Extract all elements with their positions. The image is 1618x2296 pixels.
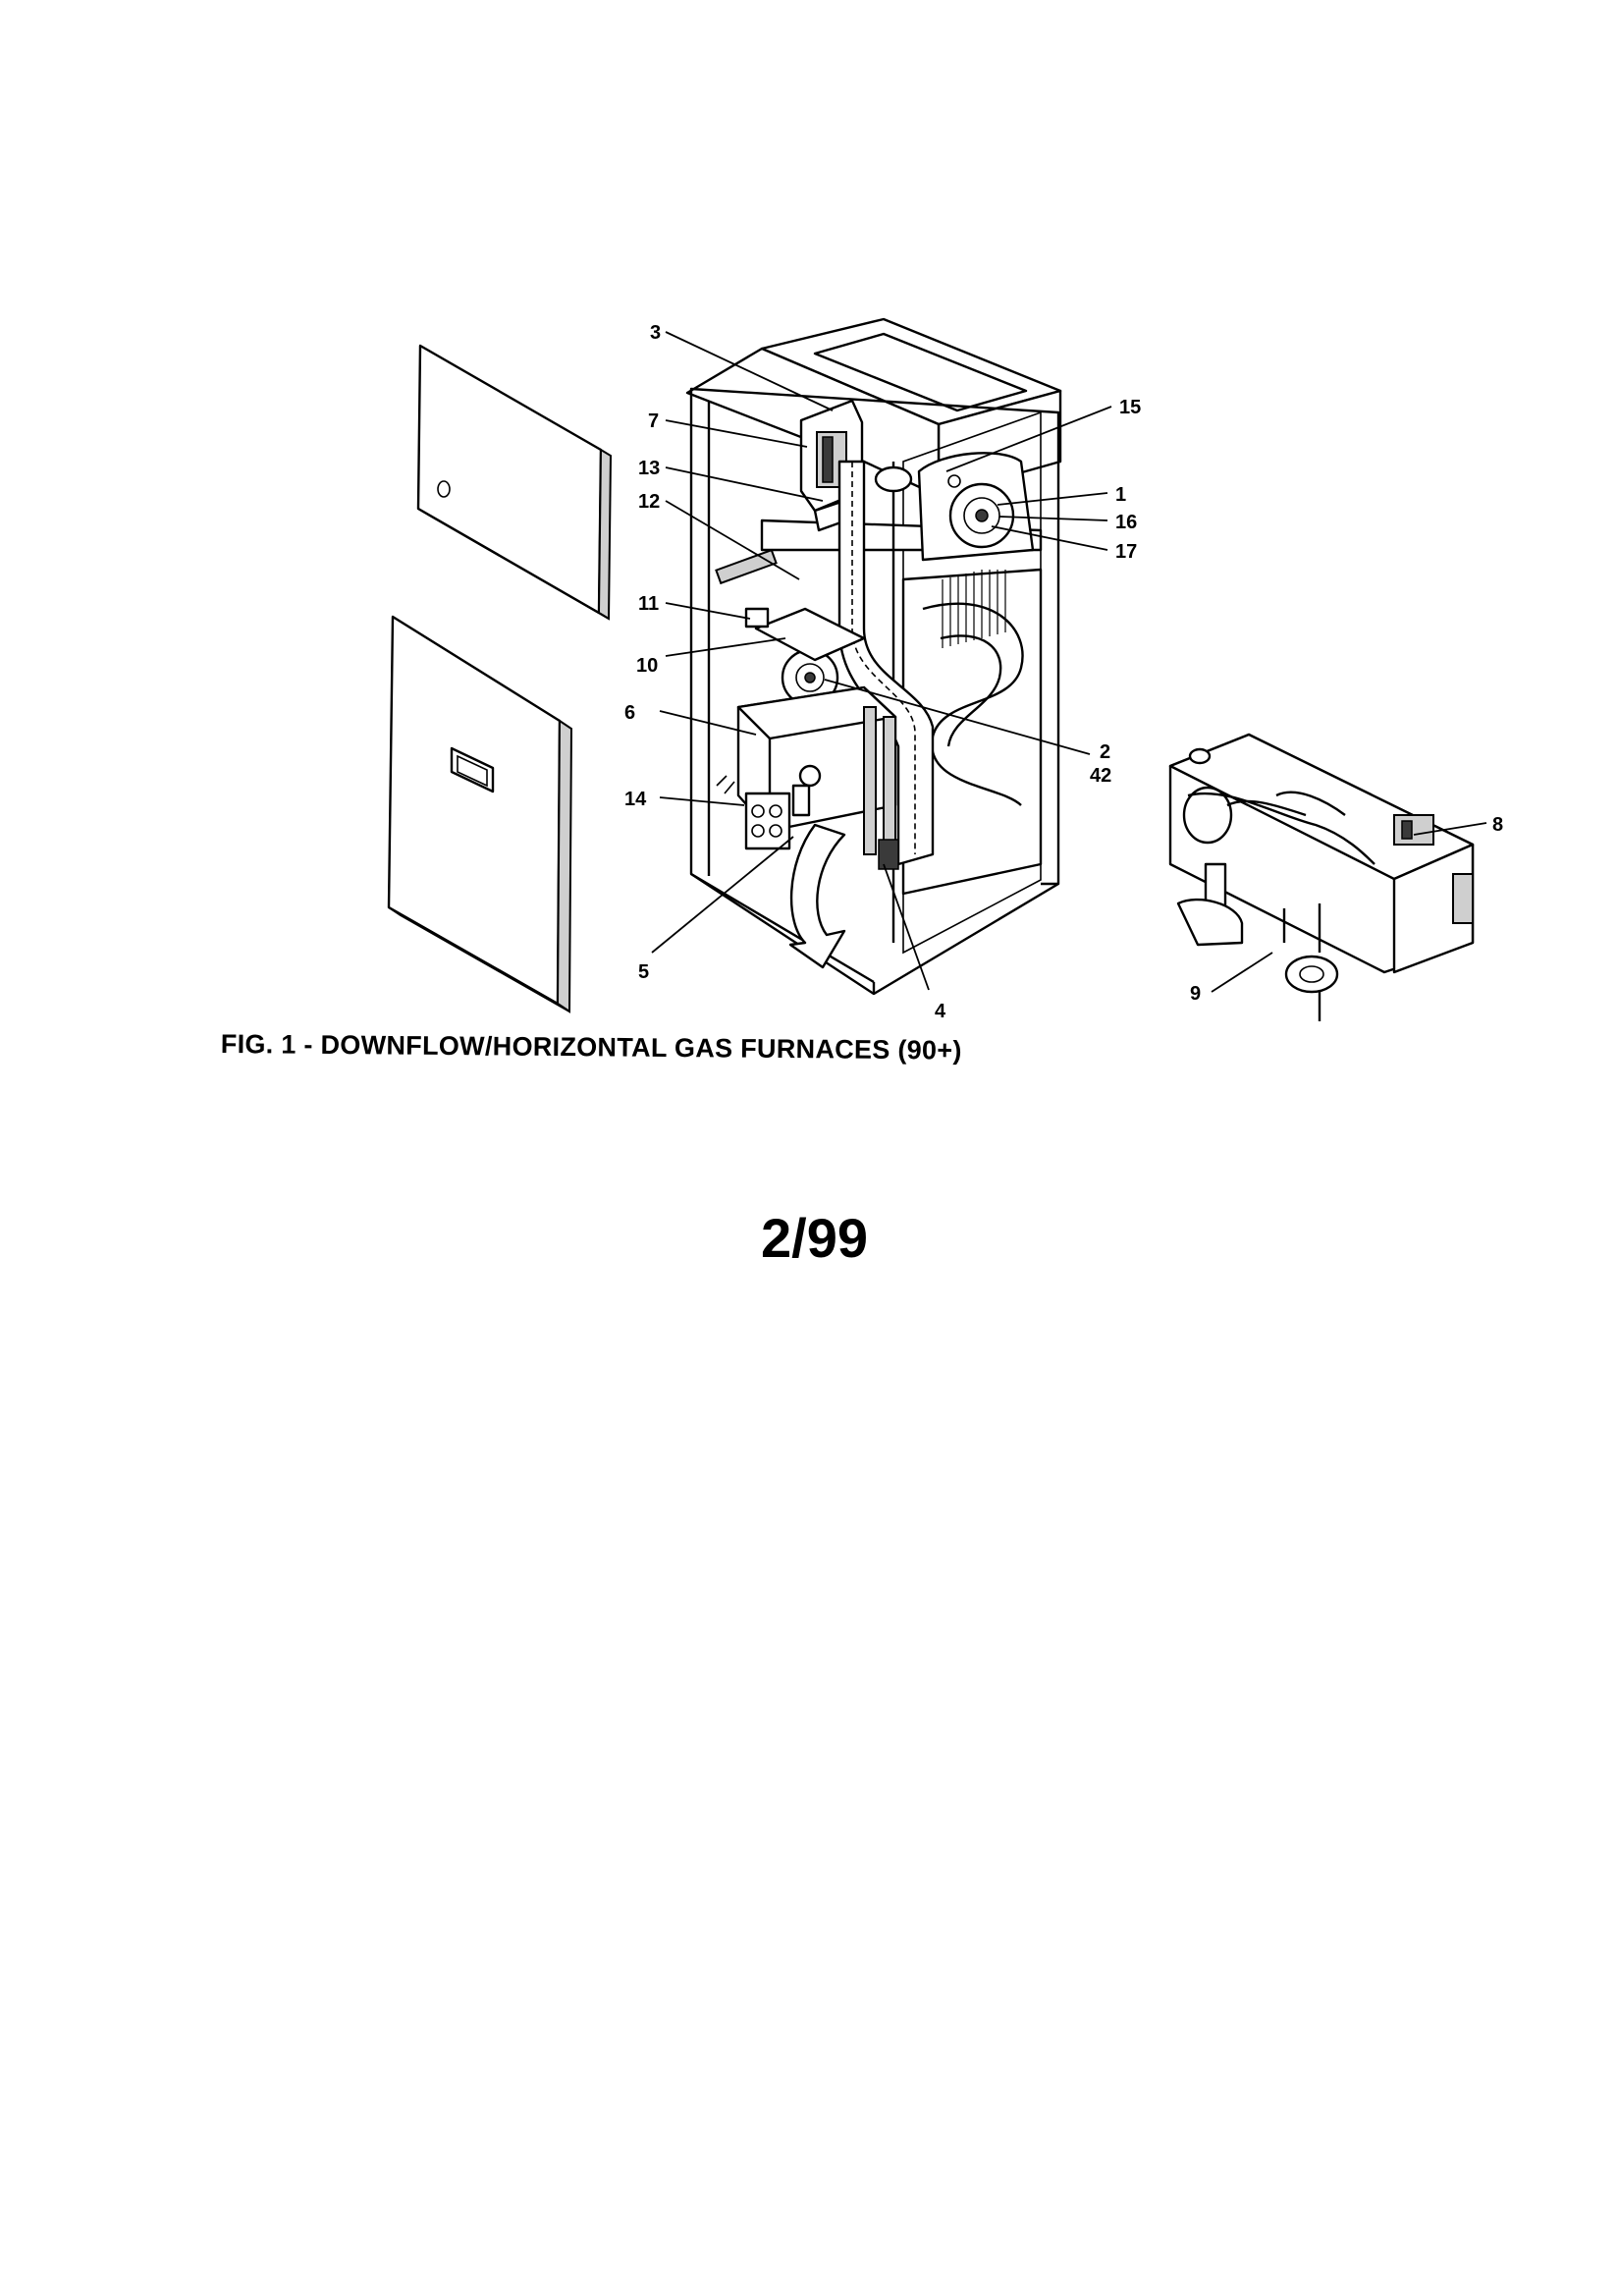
callout-5: 5 xyxy=(638,961,649,983)
figure-caption: FIG. 1 - DOWNFLOW/HORIZONTAL GAS FURNACE… xyxy=(220,1029,962,1066)
blower-housing xyxy=(874,452,1035,562)
callout-14: 14 xyxy=(624,789,647,810)
callout-7: 7 xyxy=(648,410,659,432)
callout-17: 17 xyxy=(1115,541,1137,563)
callout-1: 1 xyxy=(1115,484,1126,506)
callout-11: 11 xyxy=(638,593,659,615)
callout-3: 3 xyxy=(650,322,661,344)
callout-2: 2 xyxy=(1100,741,1110,763)
gas-valve xyxy=(716,775,811,850)
callout-10: 10 xyxy=(636,655,658,677)
callout-16: 16 xyxy=(1115,512,1137,533)
callout-6: 6 xyxy=(624,702,635,724)
callout-9: 9 xyxy=(1190,983,1201,1005)
lower-door-panel xyxy=(387,615,573,1013)
callout-42: 42 xyxy=(1090,765,1111,787)
inducer-motor xyxy=(715,548,866,707)
airflow-arrow xyxy=(788,823,846,969)
callout-labels: 3 7 13 12 11 10 6 14 5 4 15 1 16 17 2 42… xyxy=(624,322,1503,1022)
callout-12: 12 xyxy=(638,491,660,513)
callout-15: 15 xyxy=(1119,397,1141,418)
upper-door-panel xyxy=(416,344,613,621)
callout-13: 13 xyxy=(638,458,660,479)
callout-8: 8 xyxy=(1492,814,1503,836)
date-code: 2/99 xyxy=(761,1207,868,1269)
burner-assembly-detail xyxy=(1168,733,1475,1021)
callout-leaders xyxy=(651,331,1487,993)
heat-exchanger xyxy=(901,568,1043,896)
callout-4: 4 xyxy=(935,1001,946,1022)
